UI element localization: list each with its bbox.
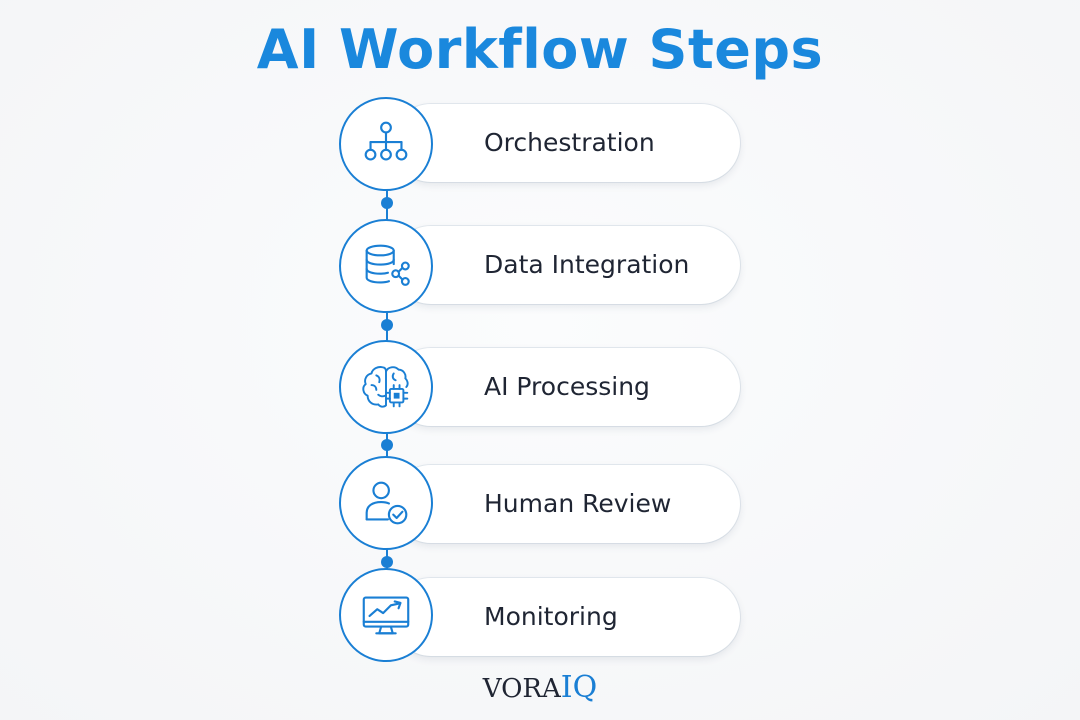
step-icon-circle	[339, 340, 433, 434]
step-icon-circle	[339, 456, 433, 550]
connector-dot	[381, 319, 393, 331]
step-orchestration: Orchestration	[392, 104, 740, 182]
step-ai-processing: AI Processing	[392, 348, 740, 426]
brain-chip-icon	[362, 366, 409, 408]
step-label: Human Review	[484, 489, 672, 518]
brand-part-1: VORA	[482, 674, 561, 704]
connector-dot	[381, 556, 393, 568]
database-share-icon	[365, 244, 410, 286]
step-human-review: Human Review	[392, 465, 740, 543]
brand-part-2: IQ	[560, 670, 598, 705]
step-icon-circle	[339, 568, 433, 662]
step-label: Orchestration	[484, 128, 655, 157]
step-monitoring: Monitoring	[392, 578, 740, 656]
page-title: AI Workflow Steps	[256, 18, 824, 81]
user-check-icon	[365, 481, 408, 525]
step-label: Monitoring	[484, 602, 618, 631]
monitor-chart-icon	[362, 596, 410, 635]
step-label: Data Integration	[484, 250, 690, 279]
connector-dot	[381, 197, 393, 209]
step-label: AI Processing	[484, 372, 650, 401]
connector-dot	[381, 439, 393, 451]
hierarchy-icon	[364, 121, 408, 161]
brand-logo: VORAIQ	[0, 668, 1080, 709]
step-icon-circle	[339, 219, 433, 313]
step-icon-circle	[339, 97, 433, 191]
step-data-integration: Data Integration	[392, 226, 740, 304]
